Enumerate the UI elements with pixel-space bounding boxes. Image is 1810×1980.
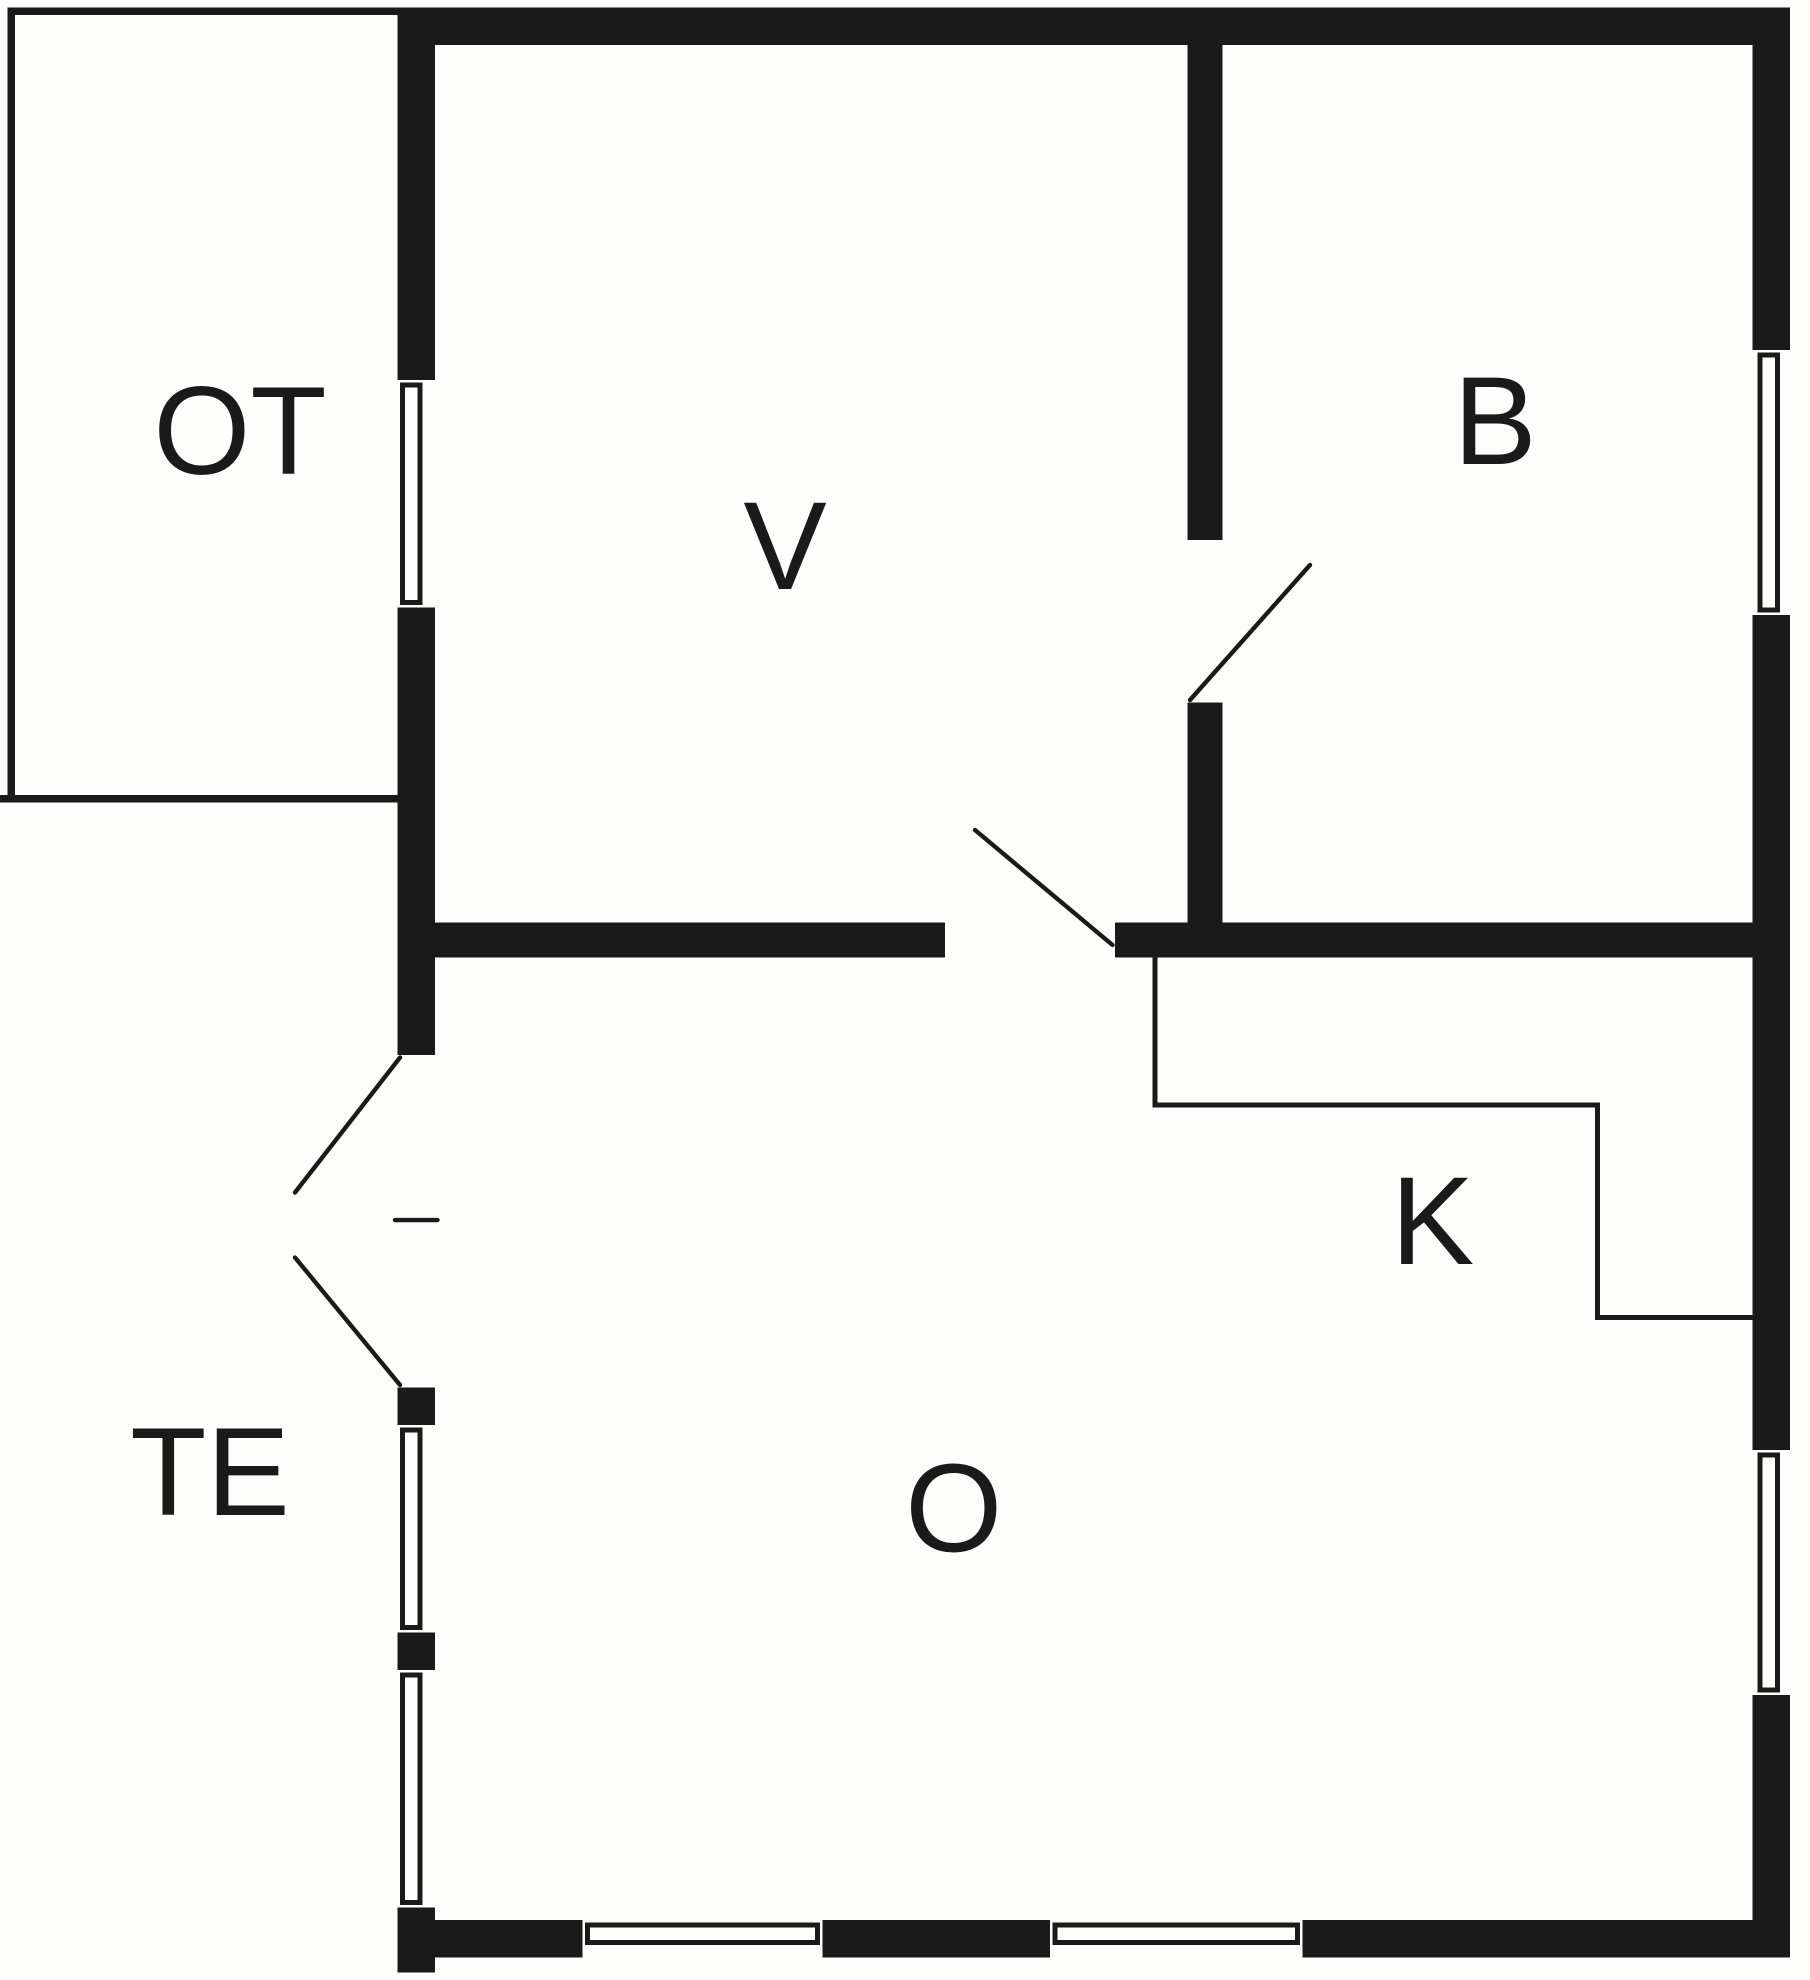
- kitchen-partition-bottom: [1595, 1315, 1753, 1320]
- door-swing-b: [1187, 562, 1313, 703]
- kitchen-partition-top: [1152, 1102, 1600, 1108]
- door-swing-terrace-upper: [292, 1055, 403, 1195]
- annex-wall-top: [7, 7, 398, 15]
- window-frame-right-upper: [1757, 352, 1780, 613]
- kitchen-partition-right: [1595, 1102, 1600, 1320]
- wall-v-o-divider-left: [435, 922, 945, 958]
- wall-top: [397, 7, 1790, 45]
- room-label-o: O: [905, 1439, 1002, 1578]
- room-label-k: K: [1391, 1152, 1474, 1291]
- wall-openings: [390, 350, 1798, 1965]
- thin-walls: [0, 7, 1753, 1320]
- room-label-b: B: [1453, 352, 1536, 491]
- door-swings: [292, 562, 1313, 1388]
- kitchen-partition-left: [1152, 957, 1158, 1108]
- window-frame-bottom-right: [1052, 1922, 1300, 1945]
- window-frame-left-lower2: [400, 1672, 423, 1905]
- room-label-v: V: [743, 477, 826, 616]
- wall-b-k-divider-right: [1115, 922, 1753, 958]
- annex-wall-left: [7, 7, 15, 803]
- door-swing-terrace-lower: [292, 1255, 403, 1388]
- wall-left: [397, 7, 435, 1973]
- window-frame-left-lower1: [400, 1427, 423, 1630]
- door-swing-v-o: [972, 827, 1115, 948]
- window-frame-right-lower: [1757, 1452, 1780, 1693]
- annex-wall-bottom: [0, 795, 398, 803]
- room-labels: OT V B TE K O: [130, 352, 1537, 1579]
- room-label-te: TE: [130, 1403, 290, 1542]
- wall-v-b-divider-lower: [1187, 702, 1223, 958]
- window-frame-left-upper: [400, 382, 423, 605]
- window-frame-bottom-left: [585, 1922, 820, 1945]
- wall-v-b-divider-upper: [1187, 45, 1223, 540]
- room-label-ot: OT: [153, 362, 327, 501]
- window-frames: [400, 352, 1780, 1945]
- thick-walls: [397, 7, 1790, 1973]
